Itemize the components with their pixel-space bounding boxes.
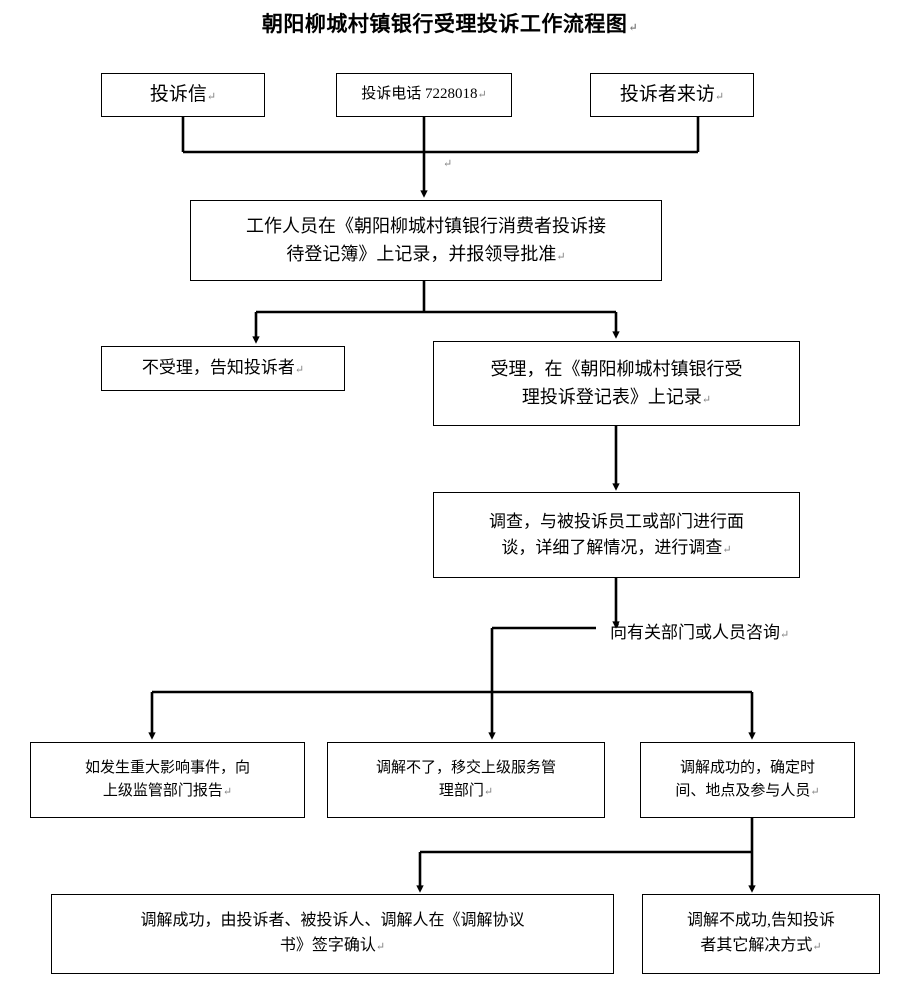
page-title: 朝阳柳城村镇银行受理投诉工作流程图↵ <box>0 8 900 38</box>
node-mediation-successful-setup[interactable]: 调解成功的，确定时 间、地点及参与人员↵ <box>640 742 855 818</box>
node-accepted-label: 受理，在《朝阳柳城村镇银行受 理投诉登记表》上记录↵ <box>440 356 793 412</box>
node-major-event-report[interactable]: 如发生重大影响事件，向 上级监管部门报告↵ <box>30 742 305 818</box>
node-complaint-letter-label: 投诉信↵ <box>149 84 217 106</box>
page-title-text: 朝阳柳城村镇银行受理投诉工作流程图 <box>261 13 628 36</box>
node-agreement-signed-mark: ↵ <box>375 941 386 953</box>
node-rejected-mark: ↵ <box>294 364 305 377</box>
node-rejected-label: 不受理，告知投诉者↵ <box>141 358 305 378</box>
node-investigate-label: 调查，与被投诉员工或部门进行面 谈，详细了解情况，进行调查↵ <box>440 509 793 562</box>
node-registration[interactable]: 工作人员在《朝阳柳城村镇银行消费者投诉接 待登记簿》上记录，并报领导批准↵ <box>190 200 662 281</box>
node-accepted-line1: 受理，在《朝阳柳城村镇银行受 <box>490 358 743 379</box>
node-investigate-line2: 谈，详细了解情况，进行调查 <box>501 538 723 557</box>
node-major-event-line2: 上级监管部门报告 <box>102 783 223 799</box>
node-accepted-line2: 理投诉登记表》上记录 <box>521 386 702 407</box>
node-escalate-mark: ↵ <box>483 786 494 798</box>
node-mediation-ok-line2: 间、地点及参与人员 <box>675 783 811 799</box>
node-escalate-line2: 理部门 <box>438 783 484 799</box>
node-registration-line2: 待登记簿》上记录，并报领导批准 <box>286 243 557 264</box>
node-mediation-failed-mark: ↵ <box>812 941 822 953</box>
node-complaint-visit-mark: ↵ <box>714 91 725 104</box>
node-accepted[interactable]: 受理，在《朝阳柳城村镇银行受 理投诉登记表》上记录↵ <box>433 341 800 426</box>
node-agreement-signed[interactable]: 调解成功，由投诉者、被投诉人、调解人在《调解协议 书》签字确认↵ <box>51 894 614 974</box>
node-accepted-mark: ↵ <box>701 393 712 406</box>
node-complaint-letter-mark: ↵ <box>206 91 217 104</box>
node-registration-line1: 工作人员在《朝阳柳城村镇银行消费者投诉接 <box>246 215 606 236</box>
top-join-pilcrow-mark: ↵ <box>443 158 453 170</box>
node-complaint-visit-label: 投诉者来访↵ <box>619 84 725 106</box>
node-mediation-failed-label: 调解不成功,告知投诉 者其它解决方式↵ <box>649 909 873 959</box>
node-escalate-line1: 调解不了，移交上级服务管 <box>375 759 556 776</box>
node-rejected[interactable]: 不受理，告知投诉者↵ <box>101 346 345 391</box>
node-complaint-letter[interactable]: 投诉信↵ <box>101 73 265 117</box>
node-complaint-phone[interactable]: 投诉电话 7228018↵ <box>336 73 512 117</box>
node-mediation-ok-mark: ↵ <box>810 786 820 798</box>
node-agreement-signed-line2: 书》签字确认 <box>279 937 376 954</box>
node-mediation-failed[interactable]: 调解不成功,告知投诉 者其它解决方式↵ <box>642 894 880 974</box>
node-mediation-failed-line1: 调解不成功,告知投诉 <box>686 912 835 930</box>
label-consult-department: 向有关部门或人员咨询↵ <box>610 618 789 643</box>
label-consult-department-text: 向有关部门或人员咨询 <box>610 623 780 642</box>
node-escalate-to-superior[interactable]: 调解不了，移交上级服务管 理部门↵ <box>327 742 605 818</box>
node-mediation-successful-setup-label: 调解成功的，确定时 间、地点及参与人员↵ <box>647 757 848 804</box>
node-complaint-phone-label: 投诉电话 7228018↵ <box>361 86 487 103</box>
node-major-event-report-label: 如发生重大影响事件，向 上级监管部门报告↵ <box>37 757 298 804</box>
node-mediation-ok-line1: 调解成功的，确定时 <box>679 759 815 776</box>
node-major-event-mark: ↵ <box>222 786 233 798</box>
node-investigate-line1: 调查，与被投诉员工或部门进行面 <box>489 511 744 531</box>
node-agreement-signed-label: 调解成功，由投诉者、被投诉人、调解人在《调解协议 书》签字确认↵ <box>58 909 607 959</box>
node-major-event-line1: 如发生重大影响事件，向 <box>84 759 250 776</box>
node-complaint-visit[interactable]: 投诉者来访↵ <box>590 73 754 117</box>
node-agreement-signed-line1: 调解成功，由投诉者、被投诉人、调解人在《调解协议 <box>140 912 525 930</box>
node-registration-label: 工作人员在《朝阳柳城村镇银行消费者投诉接 待登记簿》上记录，并报领导批准↵ <box>197 213 655 269</box>
node-investigate-mark: ↵ <box>722 544 732 556</box>
node-registration-mark: ↵ <box>556 250 566 263</box>
node-investigate[interactable]: 调查，与被投诉员工或部门进行面 谈，详细了解情况，进行调查↵ <box>433 492 800 578</box>
node-escalate-to-superior-label: 调解不了，移交上级服务管 理部门↵ <box>334 757 598 804</box>
node-complaint-phone-mark: ↵ <box>477 89 487 102</box>
title-pilcrow-mark: ↵ <box>628 22 639 34</box>
node-mediation-failed-line2: 者其它解决方式 <box>700 937 813 954</box>
label-consult-department-mark: ↵ <box>780 629 790 641</box>
